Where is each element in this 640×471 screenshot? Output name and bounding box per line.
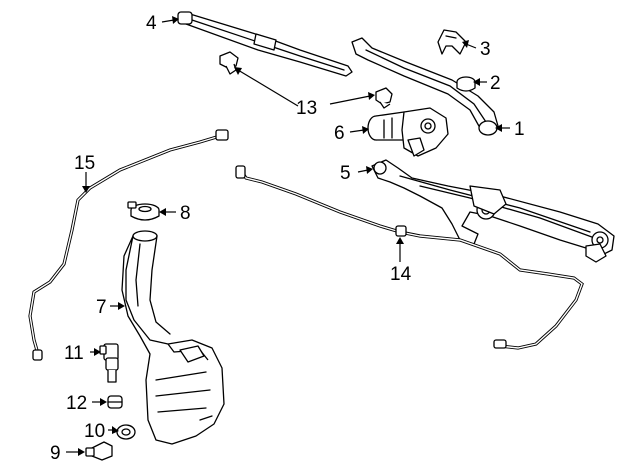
callout-1: 1 bbox=[514, 119, 525, 140]
washer-hose-part-15[interactable] bbox=[28, 129, 229, 361]
callout-12: 12 bbox=[66, 393, 87, 414]
washer-pump-part-11[interactable] bbox=[99, 343, 119, 383]
sensor-seal-part-10[interactable] bbox=[116, 424, 136, 440]
callout-14: 14 bbox=[390, 264, 412, 285]
callout-4: 4 bbox=[146, 13, 157, 34]
callout-labels: 1 2 3 4 5 6 7 8 9 10 11 12 13 14 15 bbox=[50, 13, 525, 464]
callout-5: 5 bbox=[340, 163, 351, 184]
reservoir-cap-part-8[interactable] bbox=[127, 201, 160, 221]
wiper-transmission-part-5[interactable] bbox=[371, 159, 615, 263]
callout-13: 13 bbox=[296, 98, 317, 119]
wiper-arm-part-1[interactable] bbox=[351, 37, 499, 136]
callout-6: 6 bbox=[334, 123, 345, 144]
callout-7: 7 bbox=[96, 297, 107, 318]
pump-grommet-part-12[interactable] bbox=[107, 395, 123, 409]
nut-cap-part-2[interactable] bbox=[456, 76, 476, 92]
callout-9: 9 bbox=[50, 443, 61, 464]
wiper-blade-part-4[interactable] bbox=[177, 11, 353, 77]
callout-10: 10 bbox=[84, 421, 105, 442]
washer-hose-part-14[interactable] bbox=[235, 165, 584, 350]
washer-nozzle-part-13[interactable] bbox=[219, 51, 393, 109]
arm-cap-part-3[interactable] bbox=[437, 29, 467, 55]
callout-leaders bbox=[66, 16, 510, 456]
level-sensor-part-9[interactable] bbox=[85, 441, 113, 461]
callout-11: 11 bbox=[64, 343, 84, 364]
washer-reservoir-part-7[interactable] bbox=[121, 230, 225, 445]
callout-8: 8 bbox=[180, 203, 191, 224]
wiper-motor-part-6[interactable] bbox=[367, 107, 449, 157]
callout-3: 3 bbox=[480, 39, 491, 60]
callout-2: 2 bbox=[490, 73, 501, 94]
callout-15: 15 bbox=[74, 153, 95, 174]
